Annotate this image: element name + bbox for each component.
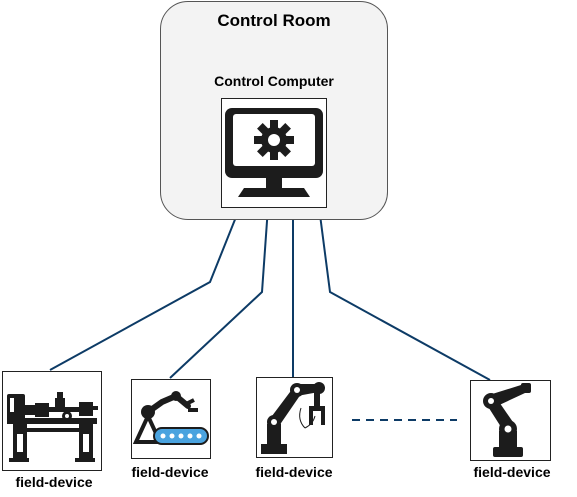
field-device-label-3: field-device <box>255 464 333 480</box>
lathe-machine-icon <box>7 392 98 462</box>
control-room-title: Control Room <box>217 11 331 30</box>
connection-line-4 <box>318 206 491 381</box>
connection-line-2 <box>169 206 269 379</box>
field-device-3[interactable] <box>256 377 333 458</box>
industrial-robot-arm-icon <box>483 383 531 457</box>
conveyor-robot-arm-icon <box>132 391 209 445</box>
field-device-label-4: field-device <box>473 464 551 480</box>
control-computer-label: Control Computer <box>214 73 334 89</box>
field-device-4[interactable] <box>470 380 551 461</box>
field-device-label-1: field-device <box>15 474 93 490</box>
field-device-2[interactable] <box>131 379 211 459</box>
monitor-gear-icon <box>225 108 323 197</box>
connection-line-1 <box>49 206 241 371</box>
robot-arm-gripper-icon <box>261 382 325 454</box>
field-device-label-2: field-device <box>131 464 209 480</box>
field-device-1[interactable] <box>2 371 102 471</box>
control-computer[interactable] <box>221 98 327 208</box>
